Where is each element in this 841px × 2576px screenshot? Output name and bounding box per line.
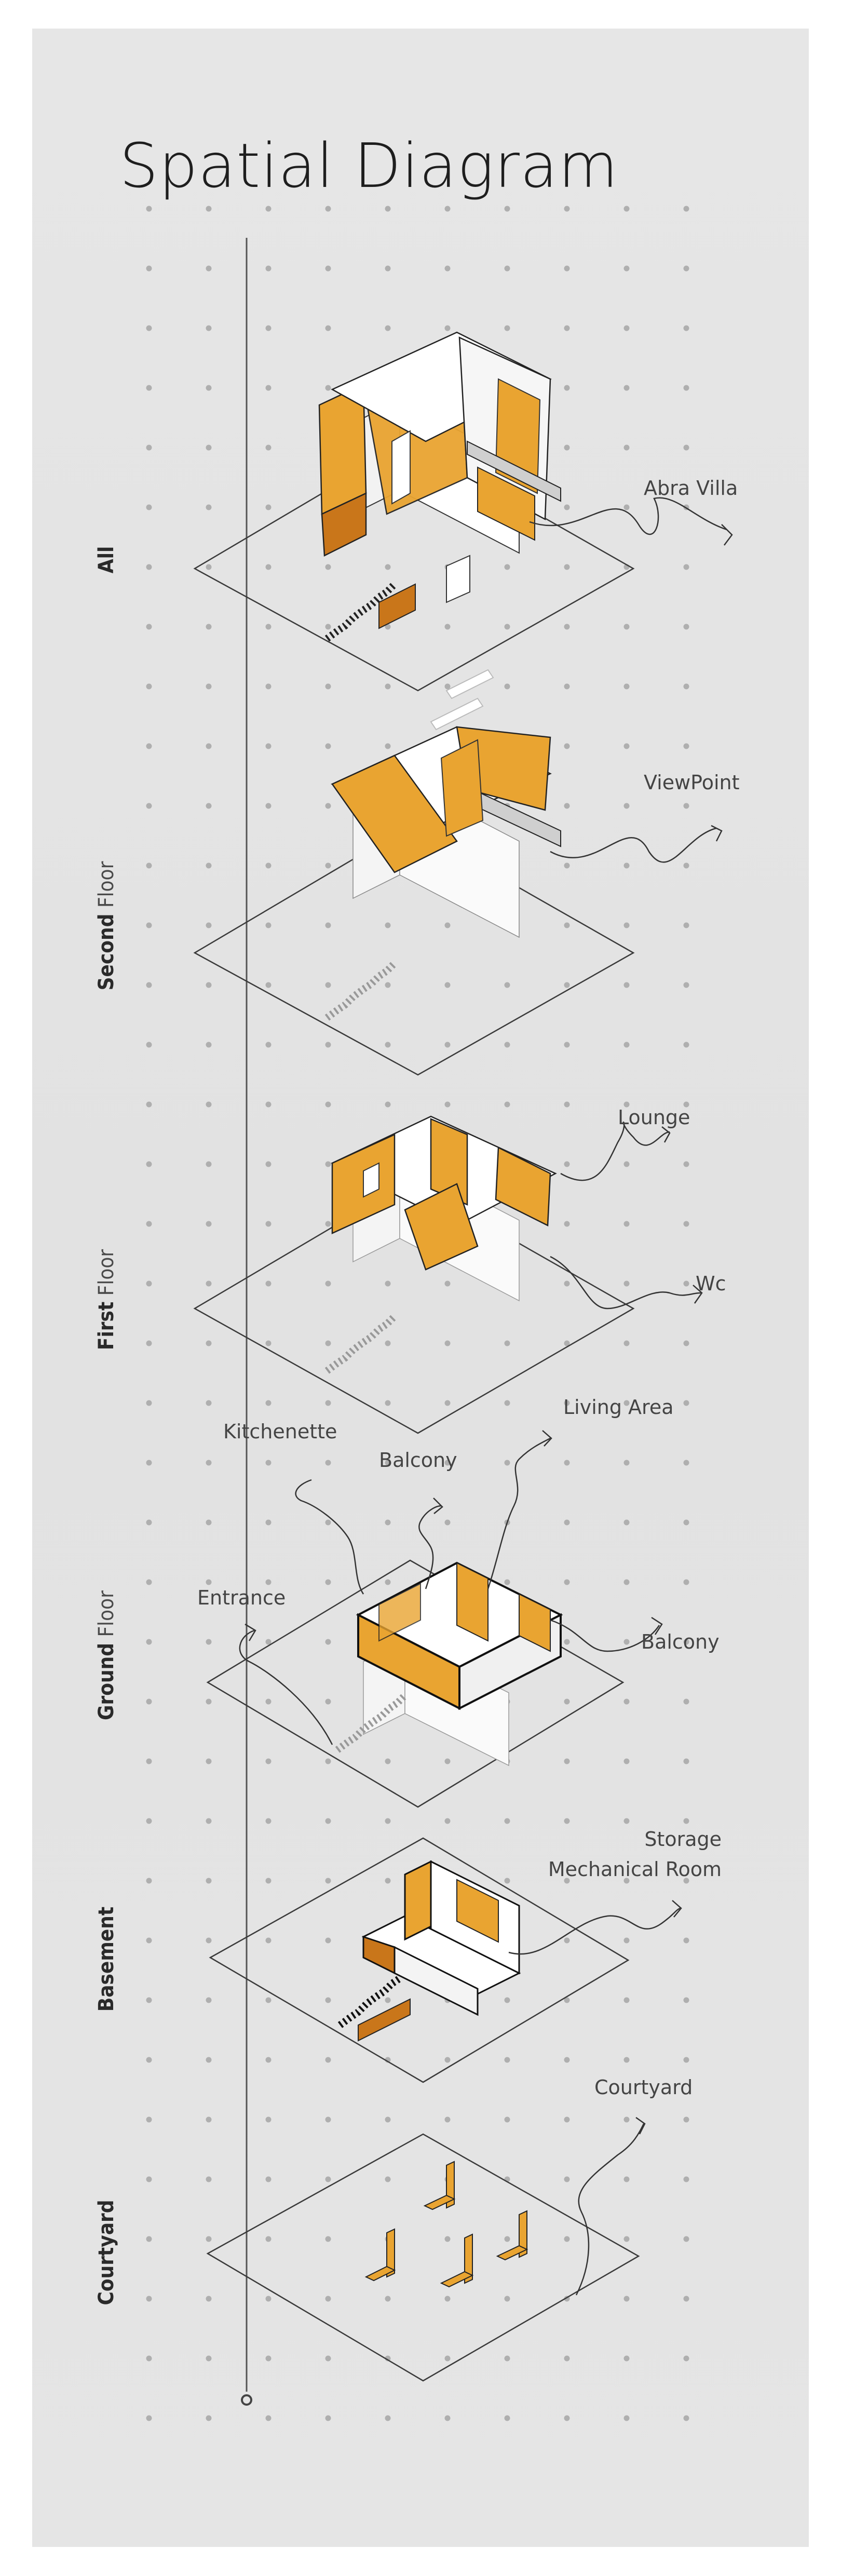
leaders — [239, 497, 733, 2296]
level-basement-drawing — [209, 1837, 630, 2083]
timeline-end — [241, 2394, 252, 2406]
label-entrance: Entrance — [197, 1586, 286, 1609]
label-storage: Storage — [644, 1828, 722, 1851]
label-courtyard: Courtyard — [594, 2076, 693, 2099]
level-label-basement: Basement — [94, 1906, 118, 2012]
label-abra-villa: Abra Villa — [644, 477, 738, 500]
level-label-all: All — [94, 546, 118, 574]
dot-grid — [125, 182, 722, 2461]
base-plane — [206, 2133, 640, 2382]
level-first-drawing — [193, 1115, 635, 1434]
page-title: Spatial Diagram — [119, 130, 619, 201]
level-ground-drawing — [206, 1559, 625, 1808]
label-viewpoint: ViewPoint — [644, 771, 740, 794]
level-courtyard-drawing — [206, 2133, 640, 2382]
label-wc: Wc — [696, 1272, 726, 1295]
base-plane — [209, 1837, 630, 2083]
label-mechanical-room: Mechanical Room — [548, 1858, 722, 1881]
level-label-ground-floor: Ground Floor — [94, 1590, 118, 1720]
level-second-drawing — [193, 669, 635, 1076]
level-all-drawing — [193, 331, 635, 692]
label-balcony-top: Balcony — [379, 1449, 457, 1472]
base-plane — [206, 1559, 625, 1808]
level-label-courtyard: Courtyard — [94, 2200, 118, 2305]
label-living-area: Living Area — [563, 1396, 674, 1419]
label-kitchenette: Kitchenette — [223, 1420, 337, 1443]
label-lounge: Lounge — [618, 1106, 690, 1129]
base-plane — [193, 825, 635, 1076]
level-label-second-floor: Second Floor — [94, 861, 118, 991]
level-label-first-floor: First Floor — [94, 1249, 118, 1351]
label-balcony-right: Balcony — [641, 1630, 720, 1653]
